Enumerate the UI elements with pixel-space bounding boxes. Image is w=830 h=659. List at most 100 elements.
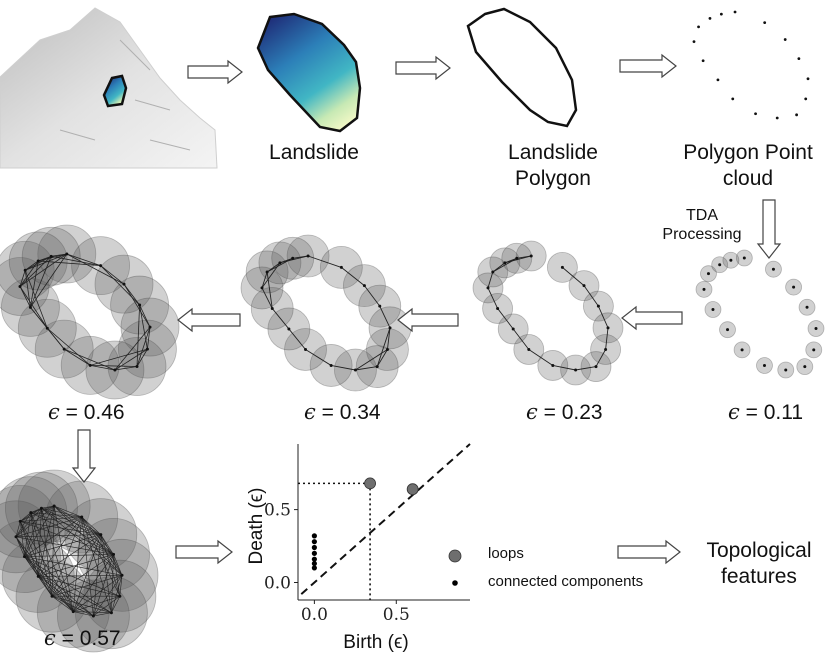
vertex-point [145,347,149,351]
simplex-edge [20,507,42,522]
simplex-edge [30,512,53,597]
simplex-edge [37,505,55,577]
vertex-point [362,284,366,288]
legend-loops-marker [448,549,462,563]
simplex-edge [24,270,48,329]
simplex-edge [25,253,67,271]
simplex-edge [595,349,606,367]
simplex-edge [38,516,82,577]
simplex-edge [30,512,74,612]
simplex-edge [15,508,42,537]
simplex-edge [123,283,140,306]
vertex-point [812,348,816,352]
vertex-point [88,363,92,367]
vertex-point [740,348,744,352]
vertex-point [99,533,103,537]
y-axis-label: Death (ϵ) [246,487,267,564]
cloud-point [692,40,696,44]
vertex-point [18,284,22,288]
y-tick-label: 0.0 [264,574,291,594]
landslide-shape [256,12,362,133]
flow-arrow [187,59,243,85]
cloud-point [797,57,801,61]
vertex-point [551,363,555,367]
epsilon-label-0.23: ϵ = 0.23 [526,400,603,424]
filtration-snapshot-0.34 [240,234,412,392]
flow-arrow [756,199,782,259]
simplex-edge [261,287,273,309]
vertex-point [99,264,103,268]
simplex-edge [51,253,67,257]
simplex-edge [30,256,52,308]
y-tick-label: 0.5 [264,501,291,521]
vertex-point [574,368,578,372]
simplex-edge [15,536,39,577]
simplex-edge [24,516,82,557]
vertex-point [22,555,26,559]
simplex-edge [136,305,140,367]
simplex-edge [552,364,576,371]
simplex-edge [111,554,114,613]
vertex-point [594,365,598,369]
simplex-edge [355,349,388,371]
vertex-point [486,286,490,290]
simplex-edge [24,556,94,617]
legend-components-marker [452,580,458,586]
simplex-edge [63,348,91,366]
cloud-point [701,59,705,63]
vertex-point [291,256,295,260]
simplex-edge [24,556,39,577]
simplex-edge [54,505,101,535]
simplex-edge [15,536,25,557]
simplex-edge [487,271,494,289]
simplex-edge [51,255,101,266]
simplex-edge [261,271,268,289]
simplex-edge [38,576,94,617]
flow-arrow [175,539,233,565]
simplex-edge [15,536,53,597]
vertex-point [118,594,122,598]
simplex-edge [20,521,114,555]
simplex-edge [93,534,102,617]
epsilon-value: 0.34 [339,401,381,424]
epsilon-value: 0.57 [79,627,121,650]
simplex-edge [24,270,31,308]
simplex-edge [72,554,114,612]
simplex-edge [114,348,148,371]
simplex-edge [147,327,151,350]
component-point [311,544,317,551]
vertex-point [65,252,69,256]
epsilon-label-0.46: ϵ = 0.46 [48,400,125,424]
cloud-point [795,113,798,117]
simplex-edge [605,327,609,350]
vertex-point [287,327,291,331]
vertex-point [62,347,66,351]
vertex-point [306,254,310,258]
simplex-edge [19,521,25,557]
terrain-map [0,7,218,169]
simplex-edge [51,595,74,612]
simplex-edge [53,505,74,612]
vertex-point [91,614,95,618]
simplex-edge [38,576,74,612]
simplex-edge [20,505,55,522]
vertex-point [29,511,33,515]
vertex-point [771,267,775,271]
flow-arrow [177,307,241,333]
vertex-point [148,325,152,329]
component-point [311,560,317,567]
point-cloud-label: Polygon Point cloud [683,141,813,190]
x-axis-label: Birth (ϵ) [343,632,408,653]
simplex-edge [597,305,609,329]
epsilon-label-0.57: ϵ = 0.57 [44,626,121,650]
simplex-edge [81,516,112,613]
simplex-edge [38,253,67,262]
simplex-edge [25,255,52,271]
vertex-point [784,368,788,372]
simplex-edge [123,283,151,328]
vertex-point [762,364,766,368]
simplex-edge [19,270,26,287]
simplex-edge [90,364,138,367]
simplex-edge [114,366,138,371]
simplex-edge [37,508,42,577]
